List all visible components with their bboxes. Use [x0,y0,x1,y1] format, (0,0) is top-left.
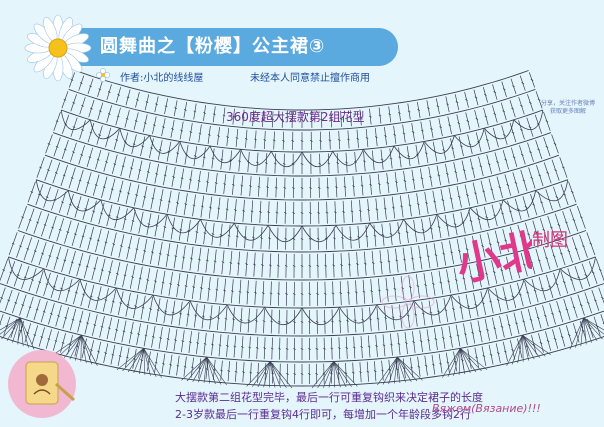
daisy-icon [24,14,92,82]
title-banner [58,28,398,66]
watermark-logo: 小北 [452,224,532,292]
watermark-text: 制图 [532,230,568,251]
corner-note: 分享，关注作者微博获取更多图解 [540,100,595,115]
footer-line-2: 2-3岁款最后一行重复钩4行即可，每增加一个年龄段多钩2行 [175,408,471,421]
footer-line-1: 大摆款第二组花型完毕，最后一行可重复钩织来决定裙子的长度 [175,391,483,404]
bullet-flower-icon [96,68,110,82]
watermark-russian: Вяжем(Вязание)!!! [432,402,541,415]
tag-photo-icon [8,350,76,418]
author-label: 作者:小北的线线屋 [120,73,204,84]
svg-text:小北: 小北 [452,224,532,292]
copyright-notice: 未经本人同意禁止擅作商用 [250,73,370,84]
diagram-subtitle: 360度超大摆款第2组花型 [226,110,365,124]
pink-flower-decoration [381,275,435,329]
page-title: 圆舞曲之【粉樱】公主裙③ [100,36,326,57]
